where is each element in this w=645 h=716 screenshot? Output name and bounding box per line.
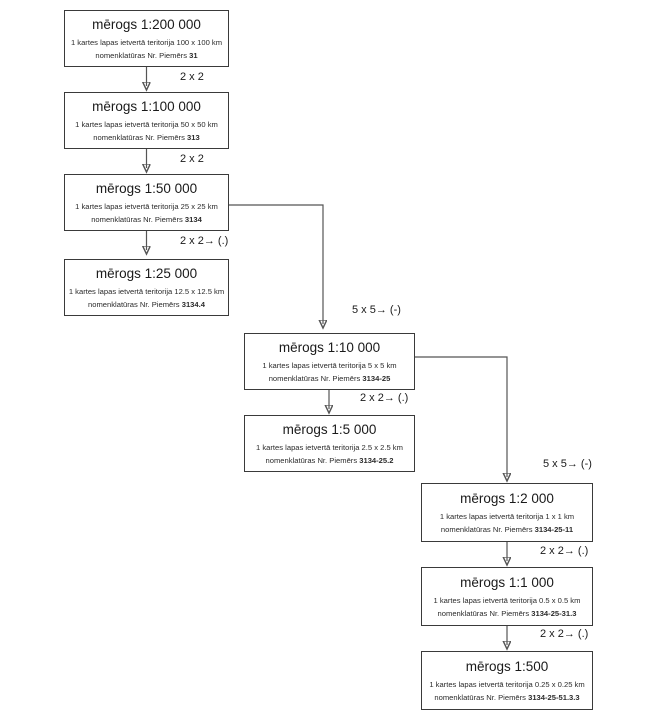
node-nomenclature: nomenklatūras Nr. Piemērs 3134-25-31.3	[438, 607, 577, 620]
connector-10000-to-2000	[415, 356, 507, 477]
node-area: 1 kartes lapas ietvertā teritorija 2.5 x…	[256, 442, 403, 452]
node-nomenclature: nomenklatūras Nr. Piemērs 3134-25-11	[441, 523, 573, 536]
node-area: 1 kartes lapas ietvertā teritorija 100 x…	[70, 37, 223, 47]
node-nomenclature-label: nomenklatūras Nr. Piemērs	[437, 608, 530, 618]
node-scale-25000[interactable]: mērogs 1:25 000 1 kartes lapas ietvertā …	[64, 259, 229, 316]
node-scale-2000[interactable]: mērogs 1:2 000 1 kartes lapas ietvertā t…	[421, 483, 593, 542]
node-title: mērogs 1:50 000	[95, 180, 198, 196]
node-nomenclature-value: 3134-25	[362, 373, 391, 383]
node-area: 1 kartes lapas ietvertā teritorija 50 x …	[75, 119, 218, 129]
node-nomenclature-value: 3134-25.2	[359, 455, 394, 465]
node-title: mērogs 1:2 000	[460, 490, 554, 506]
node-nomenclature: nomenklatūras Nr. Piemērs 313	[93, 131, 199, 144]
edge-label-1000-to-500: 2 x 2→ (.)	[540, 628, 589, 640]
node-nomenclature-label: nomenklatūras Nr. Piemērs	[265, 455, 358, 465]
node-title: mērogs 1:10 000	[278, 339, 381, 355]
node-title: mērogs 1:500	[465, 658, 549, 674]
node-area: 1 kartes lapas ietvertā teritorija 25 x …	[75, 201, 218, 211]
node-scale-200000[interactable]: mērogs 1:200 000 1 kartes lapas ietvertā…	[64, 10, 229, 67]
node-scale-5000[interactable]: mērogs 1:5 000 1 kartes lapas ietvertā t…	[244, 415, 415, 472]
node-title: mērogs 1:25 000	[95, 265, 198, 281]
connector-50000-to-10000	[229, 204, 323, 324]
node-title: mērogs 1:100 000	[92, 98, 201, 114]
node-nomenclature-label: nomenklatūras Nr. Piemērs	[434, 692, 526, 702]
edge-label-50000-to-10000: 5 x 5→ (-)	[352, 304, 401, 316]
node-nomenclature: nomenklatūras Nr. Piemērs 31	[95, 49, 197, 62]
node-nomenclature-value: 31	[189, 50, 198, 60]
edge-label-2000-to-1000: 2 x 2→ (.)	[540, 545, 589, 557]
node-nomenclature-value: 3134-25-51.3.3	[528, 692, 580, 702]
node-area: 1 kartes lapas ietvertā teritorija 0.25 …	[429, 679, 585, 689]
edge-label-50000-to-25000: 2 x 2→ (.)	[180, 235, 229, 247]
node-nomenclature-value: 3134-25-31.3	[531, 608, 577, 618]
node-area: 1 kartes lapas ietvertā teritorija 5 x 5…	[262, 360, 397, 370]
node-nomenclature: nomenklatūras Nr. Piemērs 3134.4	[88, 298, 205, 311]
edge-label-10000-to-2000: 5 x 5→ (-)	[543, 458, 592, 470]
node-scale-100000[interactable]: mērogs 1:100 000 1 kartes lapas ietvertā…	[64, 92, 229, 149]
node-nomenclature-label: nomenklatūras Nr. Piemērs	[93, 132, 185, 142]
node-nomenclature: nomenklatūras Nr. Piemērs 3134-25.2	[266, 454, 394, 467]
node-nomenclature-label: nomenklatūras Nr. Piemērs	[91, 214, 183, 224]
node-scale-500[interactable]: mērogs 1:500 1 kartes lapas ietvertā ter…	[421, 651, 593, 710]
node-nomenclature-value: 313	[187, 132, 200, 142]
node-nomenclature-value: 3134-25-11	[534, 524, 574, 534]
node-nomenclature-value: 3134	[184, 214, 202, 224]
node-area: 1 kartes lapas ietvertā teritorija 1 x 1…	[439, 511, 575, 521]
node-nomenclature-value: 3134.4	[181, 299, 205, 309]
node-title: mērogs 1:1 000	[460, 574, 554, 590]
node-scale-50000[interactable]: mērogs 1:50 000 1 kartes lapas ietvertā …	[64, 174, 229, 231]
node-scale-1000[interactable]: mērogs 1:1 000 1 kartes lapas ietvertā t…	[421, 567, 593, 626]
node-scale-10000[interactable]: mērogs 1:10 000 1 kartes lapas ietvertā …	[244, 333, 415, 390]
node-nomenclature: nomenklatūras Nr. Piemērs 3134-25-51.3.3	[434, 691, 579, 704]
node-nomenclature-label: nomenklatūras Nr. Piemērs	[268, 373, 361, 383]
node-nomenclature-label: nomenklatūras Nr. Piemērs	[88, 299, 180, 309]
edge-label-100000-to-50000: 2 x 2	[180, 153, 204, 165]
edge-label-10000-to-5000: 2 x 2→ (.)	[360, 392, 409, 404]
node-area: 1 kartes lapas ietvertā teritorija 0.5 x…	[433, 595, 581, 605]
node-nomenclature: nomenklatūras Nr. Piemērs 3134	[91, 213, 202, 226]
node-title: mērogs 1:200 000	[92, 16, 201, 32]
node-nomenclature: nomenklatūras Nr. Piemērs 3134-25	[269, 372, 391, 385]
node-area: 1 kartes lapas ietvertā teritorija 12.5 …	[68, 286, 225, 296]
node-nomenclature-label: nomenklatūras Nr. Piemērs	[440, 524, 533, 534]
node-title: mērogs 1:5 000	[282, 421, 377, 437]
edge-label-200000-to-100000: 2 x 2	[180, 71, 204, 83]
node-nomenclature-label: nomenklatūras Nr. Piemērs	[95, 50, 187, 60]
